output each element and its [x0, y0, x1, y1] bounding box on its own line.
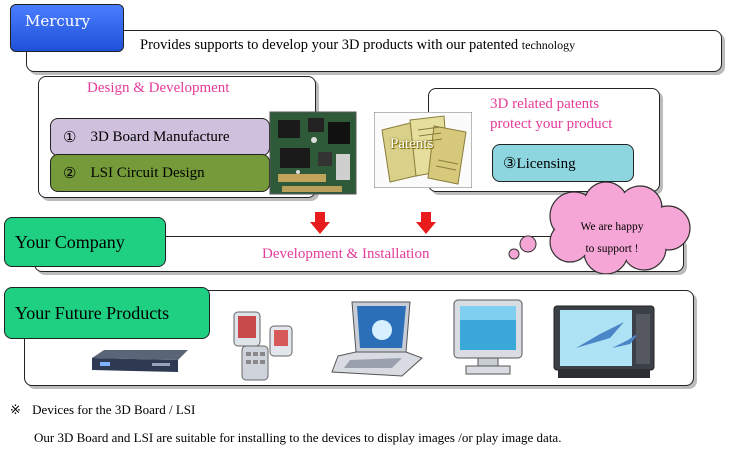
note-marker: ※ [10, 402, 21, 417]
licensing-item: ③Licensing [492, 144, 634, 182]
down-arrow-left [310, 212, 330, 234]
patent-documents-image [373, 111, 473, 189]
patents-title-line1: 3D related patents [490, 96, 600, 112]
item1-marker: ① [63, 129, 77, 146]
circuit-board-image [268, 110, 358, 196]
brand-label: Mercury [25, 12, 91, 30]
lsi-design-item: ② LSI Circuit Design [50, 154, 270, 192]
board-manufacture-item: ① 3D Board Manufacture [50, 118, 270, 156]
television-image [552, 304, 656, 380]
tagline-main: Provides supports to develop your 3D pro… [140, 37, 519, 53]
speech-cloud [494, 181, 700, 275]
set-top-box-image [92, 350, 188, 372]
patents-doc-label: Patents [390, 136, 434, 152]
item1-label: 3D Board Manufacture [90, 128, 230, 145]
item2-marker: ② [63, 165, 77, 182]
licensing-label: ③Licensing [503, 155, 576, 172]
down-arrow-right [416, 212, 436, 234]
design-title: Design & Development [87, 80, 230, 96]
development-installation-label: Development & Installation [262, 246, 430, 262]
company-tab: Your Company [4, 217, 166, 267]
brand-tab: Mercury [10, 4, 124, 52]
devices-description: Our 3D Board and LSI are suitable for in… [34, 430, 562, 445]
tagline-text: Provides supports to develop your 3D pro… [140, 37, 575, 54]
note-label: Devices for the 3D Board / LSI [32, 402, 196, 417]
support-bubble-text: We are happy to support ! [570, 216, 654, 260]
item2-label: LSI Circuit Design [90, 164, 205, 181]
tagline-suffix: technology [521, 38, 576, 52]
mobile-phones-image [230, 308, 300, 384]
future-products-label: Your Future Products [15, 302, 170, 323]
laptop-image [330, 298, 426, 382]
future-products-tab: Your Future Products [4, 287, 210, 339]
crt-monitor-image [452, 298, 524, 376]
bubble-line2: to support ! [585, 243, 639, 255]
bubble-line1: We are happy [580, 221, 644, 233]
patents-title-line2: protect your product [490, 116, 613, 132]
tagline-panel [26, 30, 722, 72]
patents-title: 3D related patents protect your product [490, 94, 612, 134]
devices-note: ※ Devices for the 3D Board / LSI [10, 402, 195, 418]
company-label: Your Company [15, 231, 125, 252]
